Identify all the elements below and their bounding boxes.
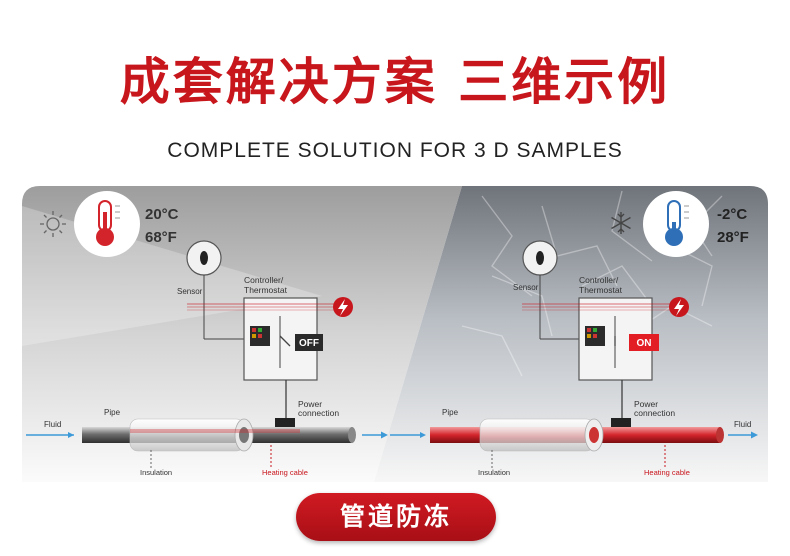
pipe-freeze-diagram: 20°C 68°F Sensor Controller/ Thermostat xyxy=(22,186,768,482)
page-title: 成套解决方案 三维示例 xyxy=(119,53,671,111)
sensor-label: Sensor xyxy=(513,283,539,292)
power-lightning-icon xyxy=(333,297,353,317)
switch-state-badge: OFF xyxy=(295,334,323,351)
controller-label-line2: Thermostat xyxy=(579,285,623,295)
controller-label-line2: Thermostat xyxy=(244,285,288,295)
sun-icon xyxy=(40,211,66,237)
power-connection-label-line2: connection xyxy=(634,408,675,418)
frozen-state-panel: -2°C 28°F Sensor Controller/ Thermostat xyxy=(390,191,758,477)
heating-cable-label: Heating cable xyxy=(262,468,308,477)
sensor-icon xyxy=(186,240,252,340)
temperature-fahrenheit: 28°F xyxy=(717,229,749,246)
snowflake-icon xyxy=(611,212,631,234)
pipe-label: Pipe xyxy=(104,408,121,417)
warm-state-panel: 20°C 68°F Sensor Controller/ Thermostat xyxy=(26,191,388,477)
switch-state-label: OFF xyxy=(299,338,319,349)
sensor-label: Sensor xyxy=(177,287,203,296)
power-connection-label-line1: Power xyxy=(298,399,322,409)
insulation-label: Insulation xyxy=(140,468,172,477)
power-connection-label-line2: connection xyxy=(298,408,339,418)
temperature-celsius: -2°C xyxy=(717,206,747,223)
cold-thermometer-icon xyxy=(643,191,709,257)
switch-state-badge: ON xyxy=(629,334,659,351)
temperature-celsius: 20°C xyxy=(145,206,179,223)
power-lightning-icon xyxy=(669,297,689,317)
temperature-fahrenheit: 68°F xyxy=(145,229,177,246)
switch-state-label: ON xyxy=(637,338,652,349)
warm-pipe-assembly xyxy=(26,418,388,452)
power-connection-label-line1: Power xyxy=(634,399,658,409)
heating-cable-label: Heating cable xyxy=(644,468,690,477)
hot-thermometer-icon xyxy=(74,191,140,257)
heated-pipe-assembly xyxy=(390,418,758,452)
insulation-label: Insulation xyxy=(478,468,510,477)
sensor-icon xyxy=(522,240,582,340)
fluid-label: Fluid xyxy=(44,420,61,429)
pipe-label: Pipe xyxy=(442,408,459,417)
page-subtitle: COMPLETE SOLUTION FOR 3 D SAMPLES xyxy=(167,139,623,162)
controller-label-line1: Controller/ xyxy=(244,275,284,285)
controller-label-line1: Controller/ xyxy=(579,275,619,285)
fluid-label: Fluid xyxy=(734,420,751,429)
pipe-antifreeze-badge: 管道防冻 xyxy=(296,493,496,541)
